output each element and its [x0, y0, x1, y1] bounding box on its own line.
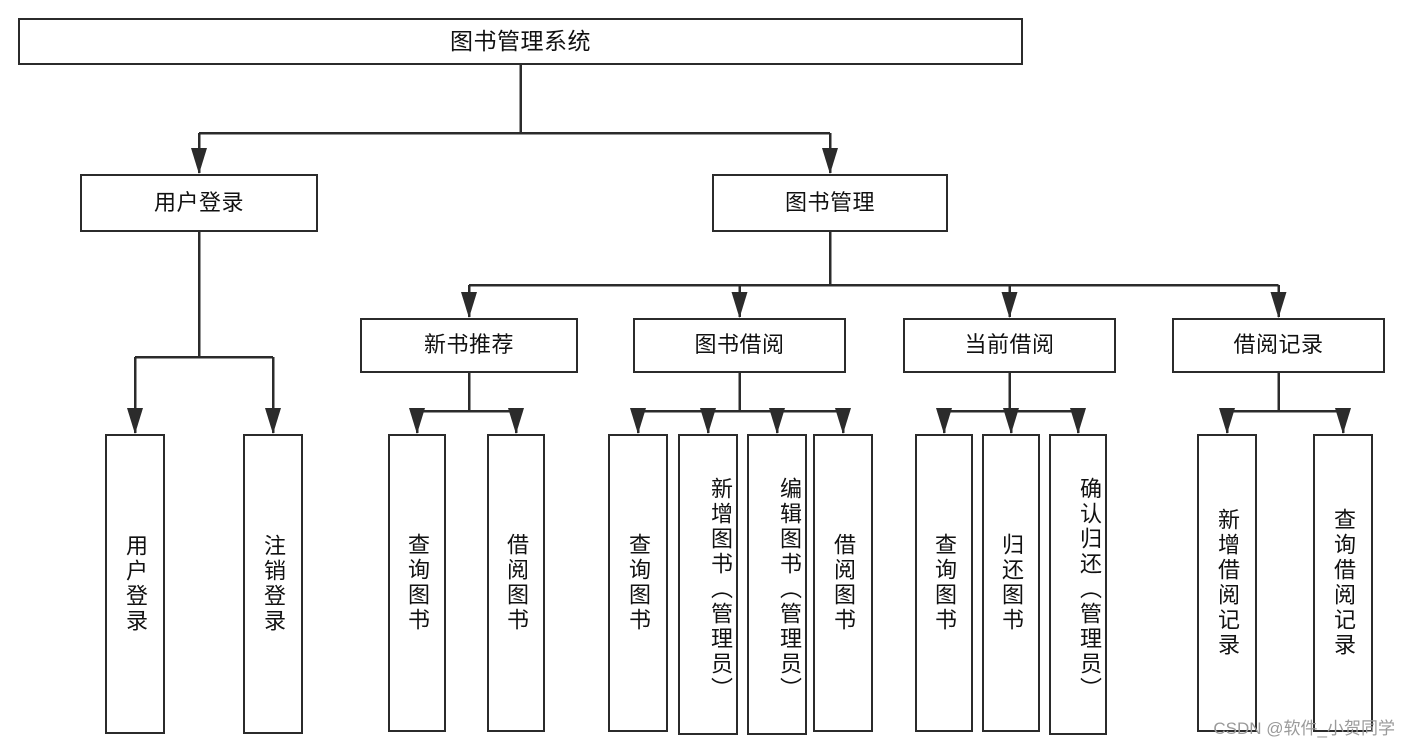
node-l2[interactable]: 注销登录: [243, 434, 303, 734]
node-b3[interactable]: 编辑图书（管理员）: [747, 434, 807, 735]
node-c2[interactable]: 归还图书: [982, 434, 1040, 732]
node-h2[interactable]: 查询借阅记录: [1313, 434, 1373, 732]
watermark-text: CSDN @软件_小贺同学: [1213, 719, 1395, 738]
node-b4[interactable]: 借阅图书: [813, 434, 873, 732]
node-borrow[interactable]: 图书借阅: [633, 318, 846, 373]
node-newrec[interactable]: 新书推荐: [360, 318, 578, 373]
node-login[interactable]: 用户登录: [80, 174, 318, 232]
node-c1[interactable]: 查询图书: [915, 434, 973, 732]
node-root[interactable]: 图书管理系统: [18, 18, 1023, 65]
node-h1[interactable]: 新增借阅记录: [1197, 434, 1257, 732]
node-l1[interactable]: 用户登录: [105, 434, 165, 734]
node-current[interactable]: 当前借阅: [903, 318, 1116, 373]
node-b2[interactable]: 新增图书（管理员）: [678, 434, 738, 735]
node-c3[interactable]: 确认归还（管理员）: [1049, 434, 1107, 735]
node-history[interactable]: 借阅记录: [1172, 318, 1385, 373]
node-n1[interactable]: 查询图书: [388, 434, 446, 732]
node-bookmgr[interactable]: 图书管理: [712, 174, 948, 232]
node-n2[interactable]: 借阅图书: [487, 434, 545, 732]
node-b1[interactable]: 查询图书: [608, 434, 668, 732]
